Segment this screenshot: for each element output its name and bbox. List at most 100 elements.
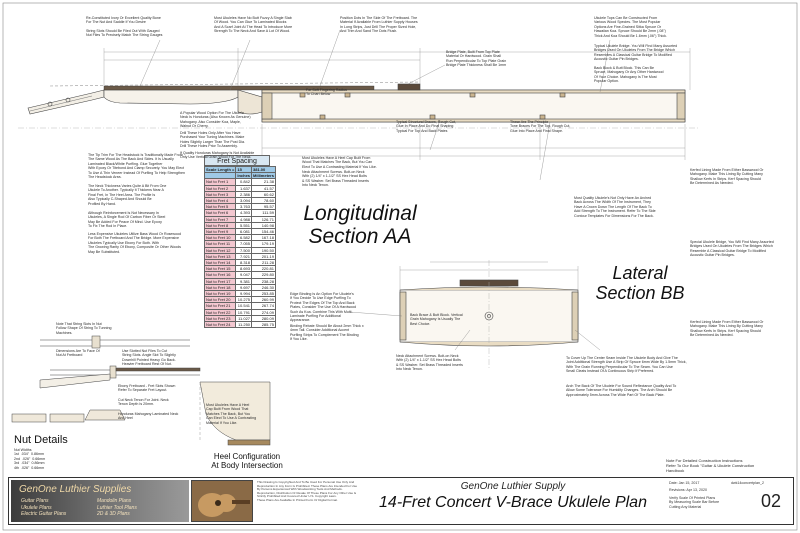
fret-value: 220.81 <box>251 265 276 273</box>
fret-label: Nut to Fret 22 <box>203 308 237 316</box>
note-mahogany: If Quality Honduras Mahogany Is Not Avai… <box>180 151 255 160</box>
note-heel-cap-2: Most Ukuleles Have A Heel Cap Built From… <box>206 403 257 425</box>
brace <box>429 114 436 120</box>
fret-label: Nut to Fret 21 <box>203 302 237 310</box>
fretboard-detail <box>115 367 201 372</box>
note-nut: Note That String Slots In Nut Follow Sha… <box>56 322 112 335</box>
note-tip-trim: The Tip Trim For The Headstock Is Tradit… <box>88 153 185 180</box>
longitudinal-drawing <box>18 81 700 129</box>
note-mahogany-neck: Honduras Mahogany Laminated Neck And Hee… <box>118 412 179 421</box>
note-typical-bridges: Typical Ukulele Bridge. You Will Find Ma… <box>594 44 678 62</box>
note-truss-rod: Although Reinforcement Is Not Necessary … <box>88 211 166 229</box>
company-name: GenOne Luthier Supply <box>460 481 566 492</box>
plan-date: Date: Jan 15, 2017 <box>669 481 700 485</box>
note-heel-cap: Most Ukuleles Have A Heel Cap Built From… <box>302 156 377 169</box>
note-karfed-lining-2: Kerfed Lining Made From Either Basswood … <box>690 320 764 338</box>
fret-label: Nut to Fret 6 <box>203 209 237 217</box>
ukulele-photo-thumbnail <box>191 480 253 522</box>
heel-title: Heel Configuration At Body Intersection <box>211 452 283 470</box>
fret-value: 10.791 <box>235 308 253 316</box>
brace <box>469 92 476 98</box>
fret-value: 238.28 <box>251 277 276 285</box>
headstock-detail <box>39 373 111 389</box>
fret-value: 140.98 <box>251 221 276 230</box>
fret-value: 111.59 <box>251 209 276 217</box>
note-nut-table: Nut Widths 1st .034" 0.86mm 2nd .026" 0.… <box>14 448 46 470</box>
note-neck-block: Most Ukuleles Have No Butt Fuzzy A Singl… <box>214 16 293 34</box>
fret-label: Nut to Fret 23 <box>203 314 237 323</box>
note-position-dots: Position Dots In The Side Of The Fretboa… <box>340 16 418 34</box>
title-block: GenOne Luthier Supplies Guitar Plans Uku… <box>8 477 794 525</box>
plan-revision: Revisions: Apr 13, 2020 <box>669 488 707 492</box>
fret-label: Nut to Fret 8 <box>203 221 237 230</box>
fret-value: 21.38 <box>251 178 276 186</box>
fret-label: Nut to Fret 19 <box>203 290 237 298</box>
neck-outline <box>103 89 239 105</box>
note-principle: These Are The Principle Tone Braces For … <box>510 120 571 133</box>
fret-value: 10.541 <box>235 302 253 310</box>
fret-value: 11.027 <box>235 314 253 323</box>
fret-value: Inches <box>235 172 253 180</box>
fret-value: 280.09 <box>251 314 276 323</box>
fret-value: 179.19 <box>251 240 276 248</box>
note-neck-attach: Neck Attachment Screws. Bolt-on Neck Wit… <box>396 354 463 372</box>
fret-value: 11.250 <box>235 321 253 329</box>
note-radius: For Soft Fingering Radius To Chart Below <box>306 88 347 97</box>
brace <box>299 92 306 98</box>
fret-value: 253.85 <box>251 290 276 298</box>
brace <box>319 114 326 120</box>
plan-title: 14-Fret Concert V-Brace Ukulele Plan <box>379 494 647 511</box>
fret-label: Nut to Fret 10 <box>203 234 237 242</box>
brace <box>559 92 566 98</box>
note-popular-wood: A Popular Wood Option For The Ukulele Ne… <box>180 111 251 129</box>
fret-label: Nut to Fret 15 <box>203 265 237 273</box>
nut-section <box>91 335 101 349</box>
note-edge-binding: Edge Binding Is An Option For Ukulele's … <box>290 292 357 323</box>
fret-label: Nut to Fret 24 <box>203 321 237 329</box>
fret-label: Nut to Fret 13 <box>203 252 237 261</box>
brand-logo-list-1: Guitar Plans Ukulele Plans Electric Guit… <box>21 498 67 517</box>
fret-label: Nut to Fret 4 <box>203 196 237 205</box>
note-back-blocks: Back Block & Butt Block. This Can Be Spr… <box>594 66 664 84</box>
fret-label: Nut to Fret 18 <box>203 283 237 292</box>
leader-lines <box>139 29 611 351</box>
note-neck-thickness: The Neck Thickness Varies Quite A Bit Fr… <box>88 184 167 206</box>
note-attach-screws: Neck Attachment Screws. Bolt-on Neck Wit… <box>302 170 369 188</box>
fret-label: Nut to Fret 2 <box>203 184 237 192</box>
fret-value: 285.75 <box>251 321 276 329</box>
longitudinal-title: Longitudinal Section AA <box>303 202 417 248</box>
string-line <box>49 81 421 87</box>
note-lacquer: Less Expensive Ukuleles Utilize Bass Woo… <box>88 232 182 254</box>
brand-logo-list-2: Mandolin Plans Luthier Tool Plans 2D & 3… <box>97 498 137 517</box>
brand-logo: GenOne Luthier Supplies Guitar Plans Uku… <box>11 480 189 522</box>
ukulele-thumbnail-icon <box>198 493 250 517</box>
fret-label: Nut to Fret 5 <box>203 203 237 211</box>
fret-value: 126.71 <box>251 215 276 223</box>
nut-side <box>109 365 117 379</box>
copyright-text: This Drawing Is Copyrighted And To Be Us… <box>257 480 357 502</box>
fret-label: Nut to Fret 17 <box>203 277 237 285</box>
fret-value: 260.99 <box>251 296 276 304</box>
brace <box>539 114 546 120</box>
sheet-number: 02 <box>761 491 782 511</box>
note-footnote: Note For Detailed Construction Instructi… <box>666 458 755 473</box>
note-lateral: Special Ukulele Bridge, You Will Find Ma… <box>690 240 774 258</box>
fret-label: Nut to Fret 20 <box>203 296 237 304</box>
note-dimensions: Dimensions Are To Face Of Nut At Fretboa… <box>56 349 100 358</box>
note-bridge-plate: Bridge Plate, Built From Top Plate Mater… <box>446 50 507 68</box>
